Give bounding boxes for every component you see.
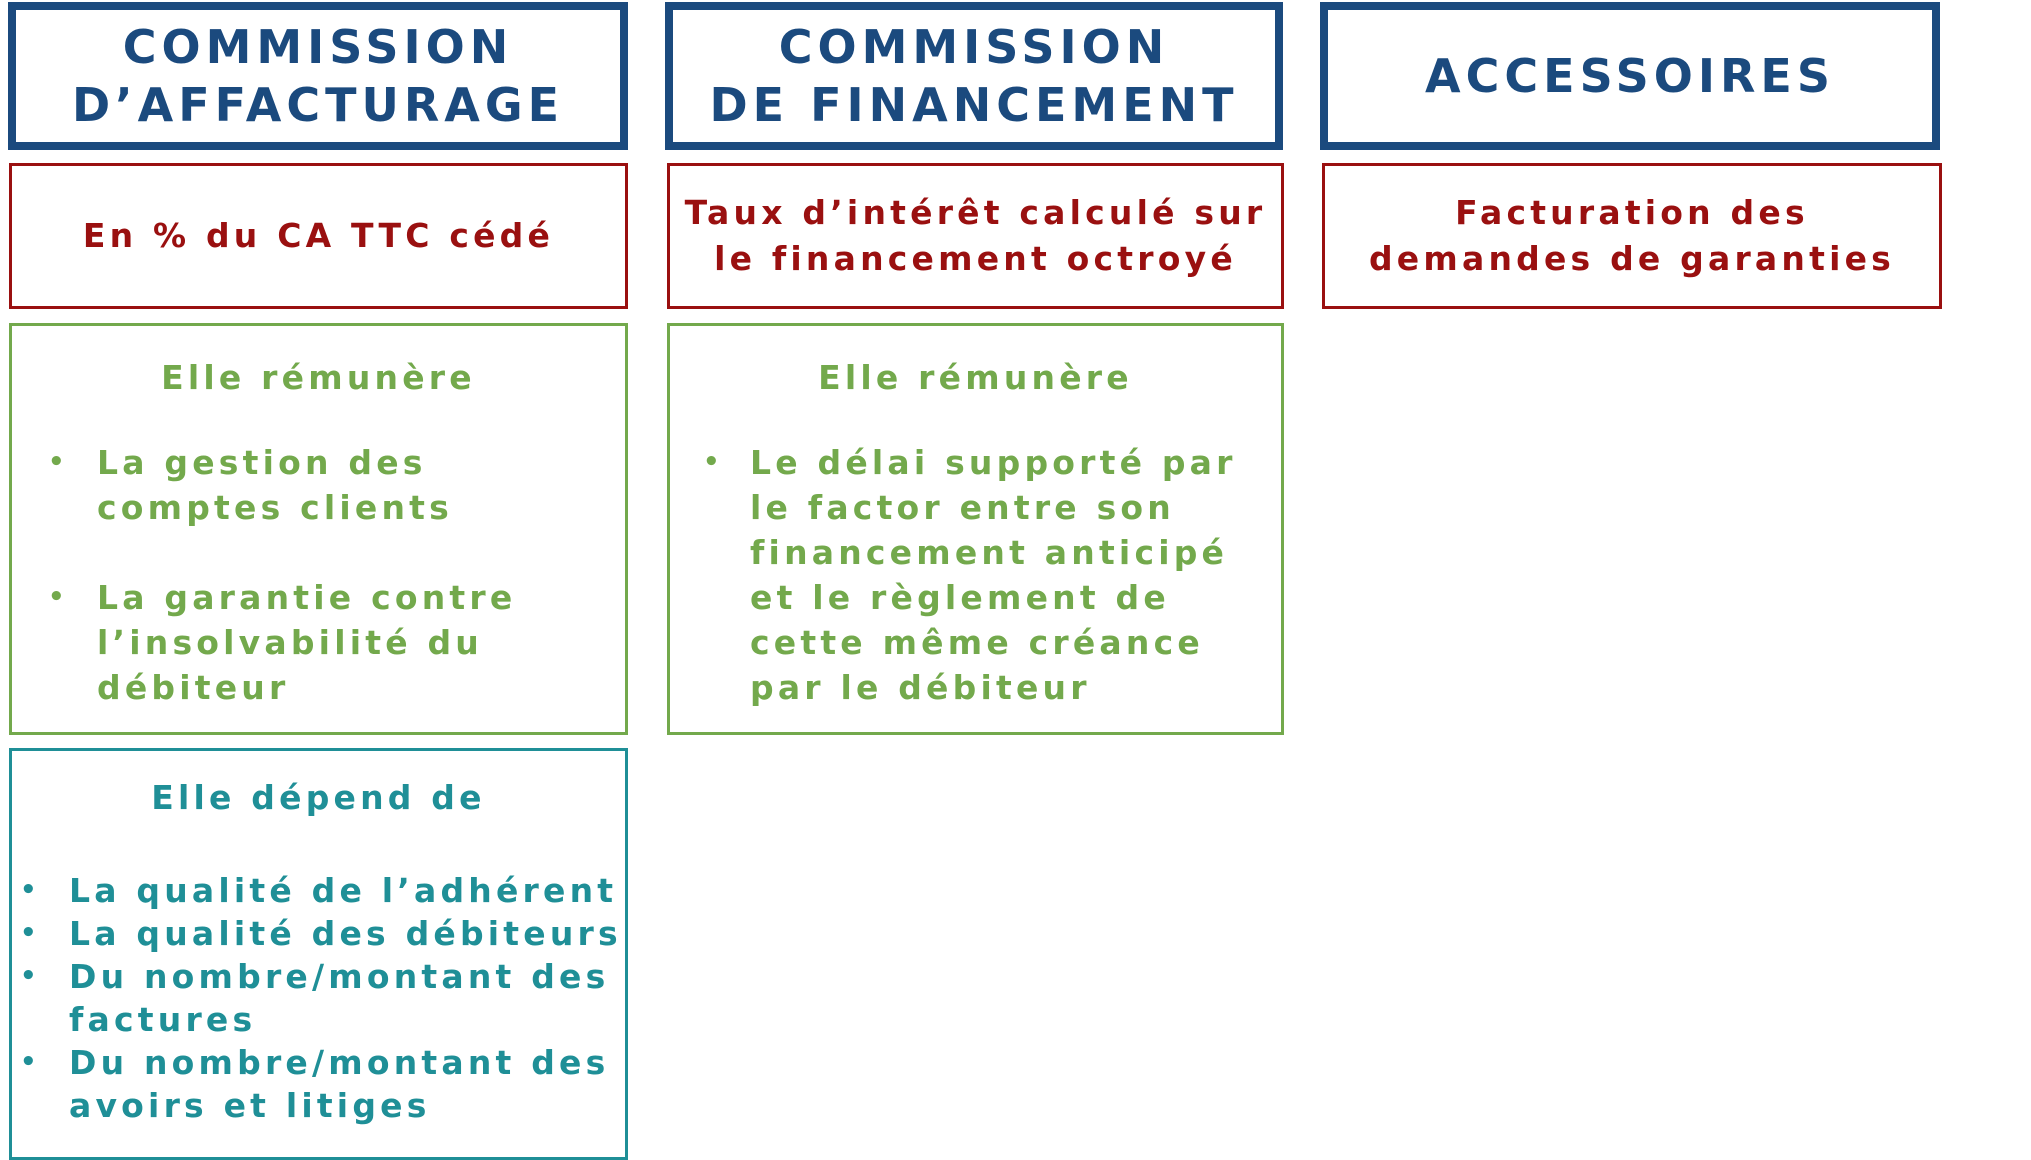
depends-box-affacturage: Elle dépend de • La qualité de l’adhéren… [9,748,628,1160]
header-commission-affacturage: COMMISSION D’AFFACTURAGE [8,2,628,150]
list-item: • Du nombre/montant des avoirs et litige… [20,1043,610,1125]
bullet-icon: • [20,961,41,991]
basis-box-affacturage: En % du CA TTC cédé [9,163,628,309]
header-line: COMMISSION [122,20,514,74]
bullet-icon: • [48,447,69,477]
depends-title: Elle dépend de [151,778,486,817]
remunerates-box-financement: Elle rémunère • Le délai supporté par le… [667,323,1284,735]
basis-box-accessoires: Facturation des demandes de garanties [1322,163,1942,309]
header-accessoires: ACCESSOIRES [1320,2,1940,150]
list-item: • La garantie contre l’insolvabilité du … [12,575,625,710]
basis-line: demandes de garanties [1368,239,1895,278]
bullet-icon: • [20,875,41,905]
basis-box-financement: Taux d’intérêt calculé sur le financemen… [667,163,1284,309]
bullet-icon: • [703,447,724,477]
list-item: • Du nombre/montant des factures [20,957,610,1039]
bullet-icon: • [20,1047,41,1077]
basis-line: Facturation des [1455,193,1809,232]
header-line: D’AFFACTURAGE [71,78,565,132]
basis-line: Taux d’intérêt calculé sur [684,193,1267,232]
header-line: DE FINANCEMENT [709,78,1239,132]
header-commission-financement: COMMISSION DE FINANCEMENT [665,2,1283,150]
basis-line: le financement octroyé [714,239,1237,278]
list-item: • La gestion des comptes clients [12,440,625,530]
bullet-icon: • [48,582,69,612]
list-item: • Le délai supporté par le factor entre … [670,440,1281,710]
header-line: ACCESSOIRES [1425,49,1835,103]
remunerates-title: Elle rémunère [161,358,476,397]
remunerates-title: Elle rémunère [818,358,1133,397]
list-item: • La qualité des débiteurs [20,914,622,953]
list-item: • La qualité de l’adhérent [20,871,618,910]
basis-line: En % du CA TTC cédé [82,216,555,255]
bullet-icon: • [20,918,41,948]
header-line: COMMISSION [778,20,1170,74]
remunerates-box-affacturage: Elle rémunère • La gestion des comptes c… [9,323,628,735]
